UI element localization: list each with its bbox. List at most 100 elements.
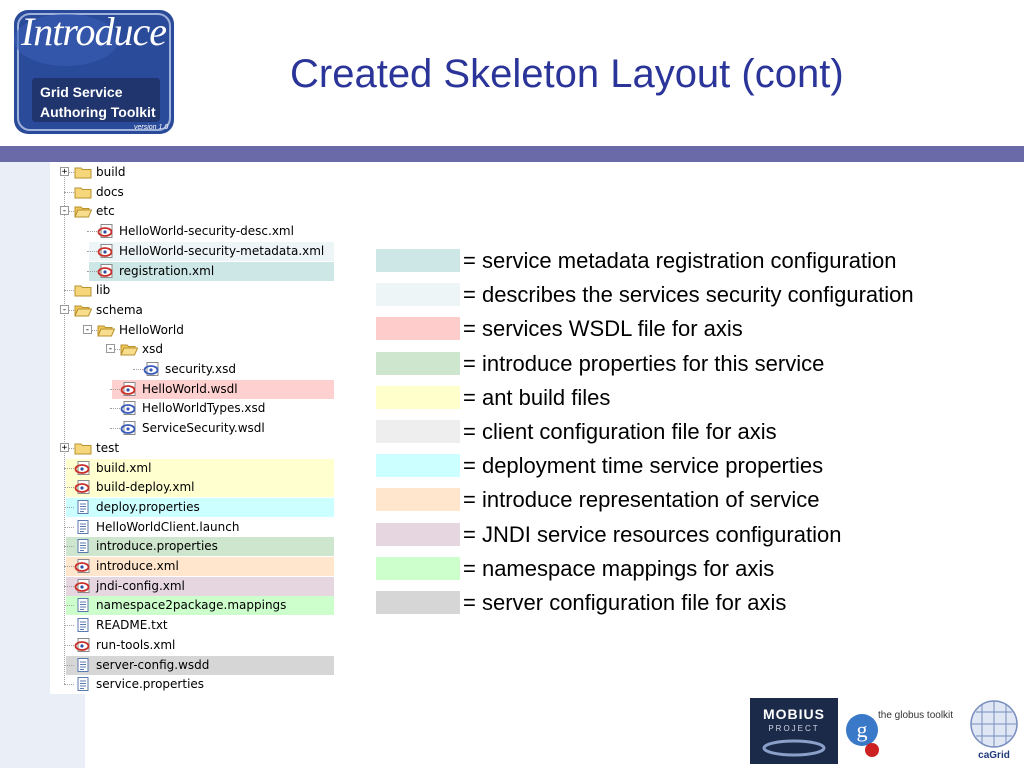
legend-swatch	[376, 556, 460, 580]
xml-file-icon	[74, 460, 92, 475]
introduce-logo-graphic	[14, 10, 174, 134]
open-folder-icon	[120, 342, 139, 356]
globus-logo-text: the globus toolkit	[878, 710, 954, 721]
legend-label: = client configuration file for axis	[463, 419, 777, 444]
tree-item-label: docs	[96, 184, 124, 199]
tree-item-label: HelloWorldClient.launch	[96, 519, 240, 534]
expand-toggle-icon[interactable]: +	[60, 442, 69, 453]
tree-item-label: ServiceSecurity.wsdl	[142, 421, 265, 436]
collapse-toggle-icon[interactable]: -	[60, 206, 69, 217]
header-divider-bar	[0, 146, 1024, 162]
tree-connector	[64, 546, 74, 548]
xml-file-icon	[97, 224, 115, 239]
collapse-toggle-icon[interactable]: -	[60, 304, 69, 315]
text-file-icon	[74, 677, 92, 692]
collapse-toggle-icon[interactable]: -	[106, 344, 115, 355]
page-title: Created Skeleton Layout (cont)	[290, 52, 844, 96]
tree-connector	[64, 467, 74, 469]
tree-item[interactable]: +build	[50, 162, 340, 182]
tree-item[interactable]: lib	[50, 280, 340, 300]
tree-connector	[110, 388, 120, 390]
legend-swatch	[376, 351, 460, 375]
tree-item[interactable]: introduce.properties	[50, 536, 340, 557]
tree-item-label: service.properties	[96, 677, 205, 692]
tree-item[interactable]: jndi-config.xml	[50, 576, 340, 596]
tree-connector	[64, 526, 74, 528]
tree-item-highlight	[66, 497, 334, 517]
xml-file-icon	[74, 480, 92, 495]
legend-swatch	[376, 283, 460, 307]
tree-connector	[64, 664, 74, 666]
legend-label: = server configuration file for axis	[463, 590, 787, 615]
tree-item[interactable]: docs	[50, 182, 340, 202]
legend-label: = service metadata registration configur…	[463, 248, 897, 273]
xml-file-icon	[74, 637, 92, 652]
tree-item-label: security.xsd	[165, 362, 236, 376]
tree-item[interactable]: introduce.xml	[50, 556, 340, 576]
tree-item[interactable]: registration.xml	[50, 261, 340, 281]
tree-item-label: deploy.properties	[96, 499, 200, 514]
mobius-logo-subtitle: PROJECT	[768, 724, 820, 733]
tree-item[interactable]: deploy.properties	[50, 497, 340, 517]
tree-item[interactable]: - xsd	[50, 339, 340, 359]
logo-script-text: Introduce	[20, 9, 167, 54]
legend-swatch	[376, 522, 460, 546]
tree-item[interactable]: - schema	[50, 300, 340, 320]
globus-logo: g the globus toolkit	[844, 704, 962, 764]
tree-connector	[64, 447, 74, 449]
tree-connector	[64, 605, 74, 607]
tree-item[interactable]: HelloWorld-security-desc.xml	[50, 221, 340, 241]
tree-item[interactable]: README.txt	[50, 615, 340, 635]
text-file-icon	[74, 499, 92, 514]
tree-item[interactable]: HelloWorld-security-metadata.xml	[50, 241, 340, 261]
xml-file-icon	[97, 263, 115, 278]
legend-swatch	[376, 385, 460, 409]
tree-item[interactable]: build-deploy.xml	[50, 477, 340, 498]
tree-item-label: run-tools.xml	[96, 637, 176, 652]
introduce-logo: Introduce Grid Service Authoring Toolkit…	[6, 4, 181, 138]
tree-connector	[64, 211, 74, 213]
tree-item[interactable]: service.properties	[50, 674, 340, 694]
tree-item[interactable]: HelloWorldClient.launch	[50, 517, 340, 537]
tree-item[interactable]: HelloWorld.wsdl	[50, 379, 340, 399]
tree-item[interactable]: run-tools.xml	[50, 635, 340, 655]
tree-item-label: introduce.xml	[96, 559, 179, 573]
tree-item[interactable]: security.xsd	[50, 359, 340, 379]
tree-item[interactable]: HelloWorldTypes.xsd	[50, 398, 340, 418]
tree-item-label: etc	[96, 204, 115, 219]
tree-connector	[133, 369, 143, 370]
tree-item[interactable]: +test	[50, 438, 340, 458]
tree-connector	[110, 408, 120, 410]
legend-label: = namespace mappings for axis	[463, 555, 775, 581]
tree-connector	[87, 270, 97, 272]
text-file-icon	[74, 657, 92, 672]
tree-item-label: HelloWorld	[119, 322, 184, 337]
folder-icon	[74, 185, 92, 199]
legend-swatch	[376, 420, 460, 443]
tree-connector	[87, 329, 97, 331]
tree-item-highlight	[66, 537, 334, 557]
legend-swatch	[376, 317, 460, 341]
folder-icon	[74, 283, 92, 297]
expand-toggle-icon[interactable]: +	[60, 167, 69, 177]
text-file-icon	[74, 618, 92, 633]
logo-line-1: Grid Service	[40, 84, 123, 100]
xml-file-icon	[74, 578, 92, 593]
tree-connector	[64, 625, 74, 627]
tree-item[interactable]: - etc	[50, 201, 340, 221]
logo-line-2: Authoring Toolkit	[40, 104, 156, 120]
tree-item[interactable]: server-config.wsdd	[50, 655, 340, 675]
xml-file-icon	[97, 243, 115, 258]
tree-item[interactable]: build.xml	[50, 458, 340, 478]
tree-item[interactable]: - HelloWorld	[50, 320, 340, 340]
tree-item[interactable]: namespace2package.mappings	[50, 595, 340, 616]
tree-item[interactable]: ServiceSecurity.wsdl	[50, 418, 340, 438]
tree-item-highlight	[89, 261, 334, 281]
tree-item-label: build.xml	[96, 460, 152, 475]
cagrid-logo: caGrid	[966, 698, 1022, 764]
tree-item-label: xsd	[142, 342, 163, 357]
tree-item-highlight	[112, 379, 334, 399]
collapse-toggle-icon[interactable]: -	[83, 324, 92, 335]
tree-item-label: schema	[96, 302, 143, 317]
tree-connector	[64, 172, 74, 173]
